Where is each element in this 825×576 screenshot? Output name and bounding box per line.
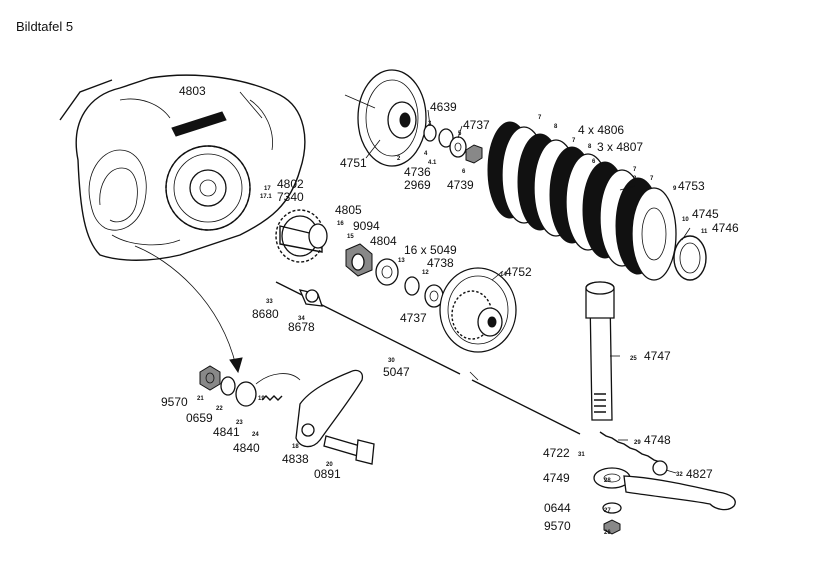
callout-number: 12	[422, 270, 429, 276]
clutch-plate-stack	[487, 121, 707, 281]
callout-numbers: 2 3 4 4.1 5 6 7 8 7 8 6 7 8 7 10 11 9 12…	[197, 115, 708, 536]
leader-lines	[365, 109, 691, 474]
callout-number: 24	[252, 432, 259, 438]
callout-number: 26	[604, 530, 611, 536]
part-label-4737: 4737	[463, 118, 490, 132]
push-rod	[275, 281, 581, 435]
callout-number: 17	[264, 186, 271, 192]
part-labels: 4803 4751 4639 4737 4736 2969 4739 4 x 4…	[161, 84, 739, 533]
callout-number: 28	[604, 478, 611, 484]
part-label-4752: 4752	[505, 265, 532, 279]
part-label-4827: 4827	[686, 467, 713, 481]
part-label-4838: 4838	[282, 452, 309, 466]
plate-title: Bildtafel 5	[16, 19, 74, 34]
part-label-9570: 9570	[161, 395, 188, 409]
part-label-4803: 4803	[179, 84, 206, 98]
callout-number: 7	[538, 115, 542, 121]
callout-number: 18	[292, 444, 299, 450]
callout-number: 29	[634, 440, 641, 446]
clutch-drum	[439, 267, 517, 353]
part-label-4639: 4639	[430, 100, 457, 114]
part-label-5049: 16 x 5049	[404, 243, 457, 257]
washer-set-upper	[423, 124, 483, 164]
callout-number: 6	[462, 169, 466, 175]
gear-hub	[275, 209, 444, 308]
callout-number: 3	[428, 121, 432, 127]
part-label-5047: 5047	[383, 365, 410, 379]
part-label-4840: 4840	[233, 441, 260, 455]
callout-number: 8	[588, 144, 592, 150]
callout-number: 4.1	[428, 160, 437, 166]
part-label-4739: 4739	[447, 178, 474, 192]
part-label-4802: 4802	[277, 177, 304, 191]
part-label-4806: 4 x 4806	[578, 123, 624, 137]
part-label-4745: 4745	[692, 207, 719, 221]
part-label-4807: 3 x 4807	[597, 140, 643, 154]
part-label-4737b: 4737	[400, 311, 427, 325]
callout-number: 11	[701, 229, 708, 235]
callout-number: 32	[676, 472, 683, 478]
callout-number: 34	[298, 316, 305, 322]
callout-number: 19	[258, 396, 265, 402]
part-label-4722: 4722	[543, 446, 570, 460]
callout-number: 14	[500, 272, 507, 278]
callout-number: 31	[578, 452, 585, 458]
part-label-4751: 4751	[340, 156, 367, 170]
callout-number: 13	[398, 258, 405, 264]
part-label-4736: 4736	[404, 165, 431, 179]
part-label-4753: 4753	[678, 179, 705, 193]
part-label-0659: 0659	[186, 411, 213, 425]
callout-number: 7	[650, 176, 654, 182]
release-lever-assembly	[134, 245, 375, 465]
callout-number: 21	[197, 396, 204, 402]
release-shaft	[585, 281, 736, 535]
callout-number: 25	[630, 356, 637, 362]
part-label-4738: 4738	[427, 256, 454, 270]
part-label-9570b: 9570	[544, 519, 571, 533]
callout-number: 5	[458, 131, 462, 137]
part-label-7340: 7340	[277, 190, 304, 204]
part-label-0891: 0891	[314, 467, 341, 481]
callout-number: 10	[682, 217, 689, 223]
callout-number: 8	[633, 176, 637, 182]
callout-number: 33	[266, 299, 273, 305]
part-label-0644: 0644	[544, 501, 571, 515]
part-label-4805: 4805	[335, 203, 362, 217]
pressure-plate	[344, 69, 427, 167]
callout-number: 17.1	[260, 194, 272, 200]
callout-number: 27	[604, 508, 611, 514]
callout-number: 7	[633, 167, 637, 173]
part-label-4749: 4749	[543, 471, 570, 485]
part-label-4748: 4748	[644, 433, 671, 447]
callout-number: 2	[397, 156, 401, 162]
part-label-4841: 4841	[213, 425, 240, 439]
callout-number: 8	[554, 124, 558, 130]
callout-number: 15	[347, 234, 354, 240]
callout-number: 7	[572, 138, 576, 144]
part-label-2969: 2969	[404, 178, 431, 192]
part-label-8680: 8680	[252, 307, 279, 321]
callout-number: 20	[326, 462, 333, 468]
callout-number: 6	[592, 159, 596, 165]
callout-number: 30	[388, 358, 395, 364]
callout-number: 23	[236, 420, 243, 426]
callout-number: 16	[337, 221, 344, 227]
part-label-4804: 4804	[370, 234, 397, 248]
callout-number: 9	[673, 186, 677, 192]
callout-number: 22	[216, 406, 223, 412]
part-label-8678: 8678	[288, 320, 315, 334]
part-label-4747: 4747	[644, 349, 671, 363]
engine-casing	[59, 74, 306, 261]
part-label-9094: 9094	[353, 219, 380, 233]
callout-number: 4	[424, 151, 428, 157]
part-label-4746: 4746	[712, 221, 739, 235]
